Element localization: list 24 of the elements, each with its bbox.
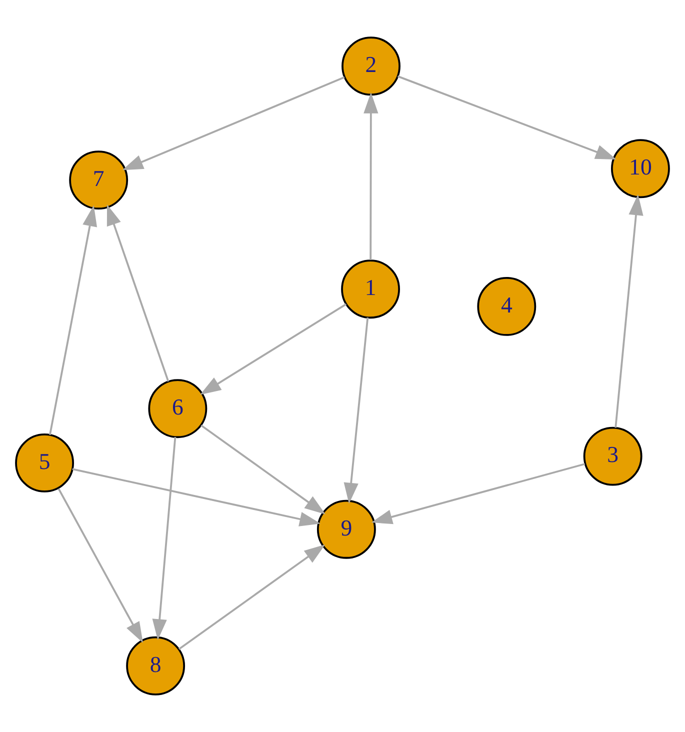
node-circle: 2: [342, 36, 400, 96]
arrow: [72, 468, 321, 526]
arrow: [58, 488, 143, 643]
node-circle: 7: [69, 150, 128, 210]
arrow: [344, 318, 369, 504]
arrow: [200, 303, 347, 395]
arrow: [106, 204, 170, 382]
arrow: [49, 205, 98, 435]
node-circle: 4: [477, 276, 536, 336]
node-circle: 1: [341, 260, 400, 319]
node-circle: 3: [583, 426, 642, 486]
arrow: [178, 544, 326, 650]
node-circle: 5: [15, 433, 74, 492]
node-circle: 8: [126, 636, 186, 696]
node-circle: 6: [148, 379, 208, 438]
arrow: [371, 463, 586, 524]
arrow: [614, 194, 644, 428]
arrow: [122, 76, 345, 170]
arrow: [200, 424, 326, 514]
node-circle: 10: [610, 139, 670, 198]
arrow: [397, 75, 616, 160]
arrow: [152, 437, 176, 640]
node-circle: 9: [316, 500, 376, 559]
arrow: [364, 92, 378, 260]
